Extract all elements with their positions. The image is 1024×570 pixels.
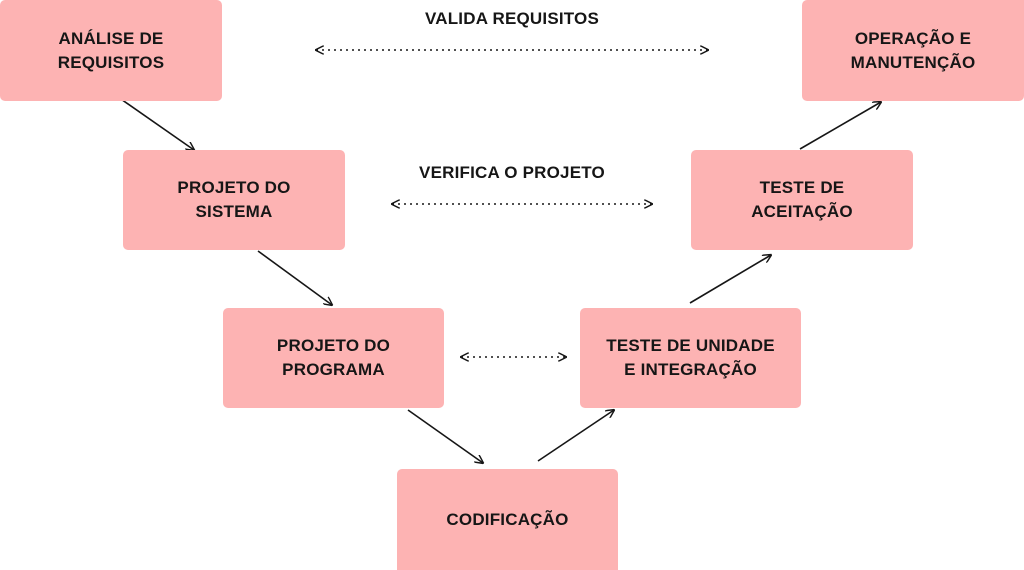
flow-arrow-sistema-to-programa [257, 250, 332, 305]
step-label-line: TESTE DE UNIDADE [606, 336, 775, 355]
step-label-line: OPERAÇÃO E [854, 28, 972, 48]
step-label-line: PROJETO DO [276, 336, 391, 355]
flow-arrow-analise-to-sistema [117, 96, 194, 150]
flow-arrow-unidade-to-aceitacao [689, 255, 771, 304]
step-label-line: ANÁLISE DE [58, 28, 164, 48]
flow-arrow-aceitacao-to-operacao [799, 102, 881, 150]
step-label-line: ACEITAÇÃO [751, 202, 853, 221]
step-projeto-do-sistema: PROJETO DO SISTEMA [123, 150, 345, 250]
step-codificacao: CODIFICAÇÃO [397, 469, 618, 570]
step-teste-de-unidade-e-integracao: TESTE DE UNIDADE E INTEGRAÇÃO [580, 308, 801, 408]
flow-arrow-programa-to-codificacao [407, 409, 483, 463]
step-label-line: TESTE DE [759, 178, 845, 197]
step-label-line: PROJETO DO [177, 178, 291, 197]
relation-label-valida-requisitos: VALIDA REQUISITOS [424, 9, 600, 28]
step-operacao-e-manutencao: OPERAÇÃO E MANUTENÇÃO [802, 0, 1024, 101]
relation-label-verifica-o-projeto: VERIFICA O PROJETO [419, 163, 605, 182]
step-label-line: REQUISITOS [57, 52, 165, 72]
step-projeto-do-programa: PROJETO DO PROGRAMA [223, 308, 444, 408]
step-label-line: E INTEGRAÇÃO [624, 360, 757, 379]
step-teste-de-aceitacao: TESTE DE ACEITAÇÃO [691, 150, 913, 250]
step-label-line: PROGRAMA [282, 360, 385, 379]
step-label-line: SISTEMA [195, 202, 273, 221]
step-label-line: MANUTENÇÃO [850, 52, 976, 72]
step-label-line: CODIFICAÇÃO [446, 509, 569, 529]
step-analise-de-requisitos: ANÁLISE DE REQUISITOS [0, 0, 222, 101]
flow-arrow-codificacao-to-unidade [537, 410, 614, 462]
